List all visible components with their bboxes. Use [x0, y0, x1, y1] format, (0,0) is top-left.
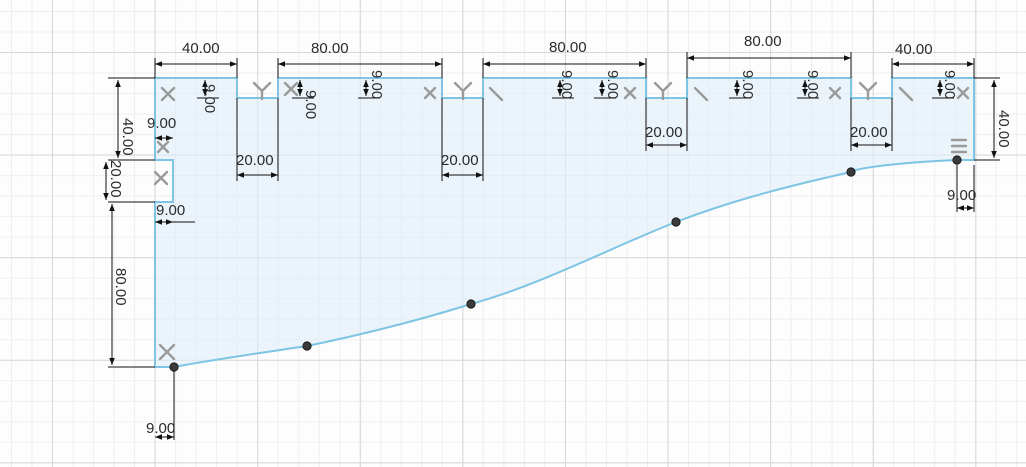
dim-slot-depth-7[interactable]: 9.00 — [804, 70, 821, 99]
spline-point-1[interactable] — [169, 362, 179, 372]
dim-slot-depth-2[interactable]: 9.00 — [302, 90, 319, 119]
dim-left-height-1[interactable]: 40.00 — [119, 118, 136, 156]
dim-top-width-5[interactable]: 40.00 — [895, 41, 933, 58]
spline-point-4[interactable] — [671, 217, 681, 227]
dim-tooth-width-2[interactable]: 20.00 — [441, 152, 479, 169]
dim-slot-depth-6[interactable]: 9.00 — [739, 70, 756, 99]
dimension-labels: 40.00 80.00 80.00 80.00 40.00 20.00 20.0… — [107, 33, 1012, 437]
dim-slot-depth-3[interactable]: 9.00 — [368, 70, 385, 99]
dim-offset-3[interactable]: 9.00 — [947, 187, 976, 204]
dim-slot-depth-5[interactable]: 9.00 — [604, 70, 621, 99]
dim-left-height-3[interactable]: 80.00 — [112, 268, 129, 306]
dim-top-width-2[interactable]: 80.00 — [311, 40, 349, 57]
dim-offset-2[interactable]: 9.00 — [156, 202, 185, 219]
dim-tooth-width-3[interactable]: 20.00 — [645, 124, 683, 141]
coincident-constraint-icons — [153, 81, 970, 361]
dim-slot-depth-8[interactable]: 9.00 — [941, 70, 958, 99]
spline-point-5[interactable] — [846, 167, 856, 177]
dim-slot-depth-4[interactable]: 9.00 — [558, 70, 575, 99]
dim-tooth-width-1[interactable]: 20.00 — [236, 152, 274, 169]
dim-top-width-1[interactable]: 40.00 — [182, 40, 220, 57]
dim-right-height[interactable]: 40.00 — [995, 110, 1012, 148]
spline-point-3[interactable] — [466, 299, 476, 309]
spline-point-2[interactable] — [302, 341, 312, 351]
dim-top-width-3[interactable]: 80.00 — [549, 39, 587, 56]
dim-top-width-4[interactable]: 80.00 — [744, 33, 782, 50]
dim-left-height-2[interactable]: 20.00 — [107, 160, 124, 198]
dimension-lines — [103, 52, 1000, 440]
dim-tooth-width-4[interactable]: 20.00 — [850, 124, 888, 141]
dim-offset-1[interactable]: 9.00 — [147, 115, 176, 132]
dim-slot-depth-1[interactable]: 9.00 — [201, 84, 218, 113]
sketch-profile[interactable] — [154, 77, 975, 368]
dim-offset-4[interactable]: 9.00 — [146, 420, 175, 437]
spline-point-6[interactable] — [952, 155, 962, 165]
spline-points — [169, 155, 962, 372]
